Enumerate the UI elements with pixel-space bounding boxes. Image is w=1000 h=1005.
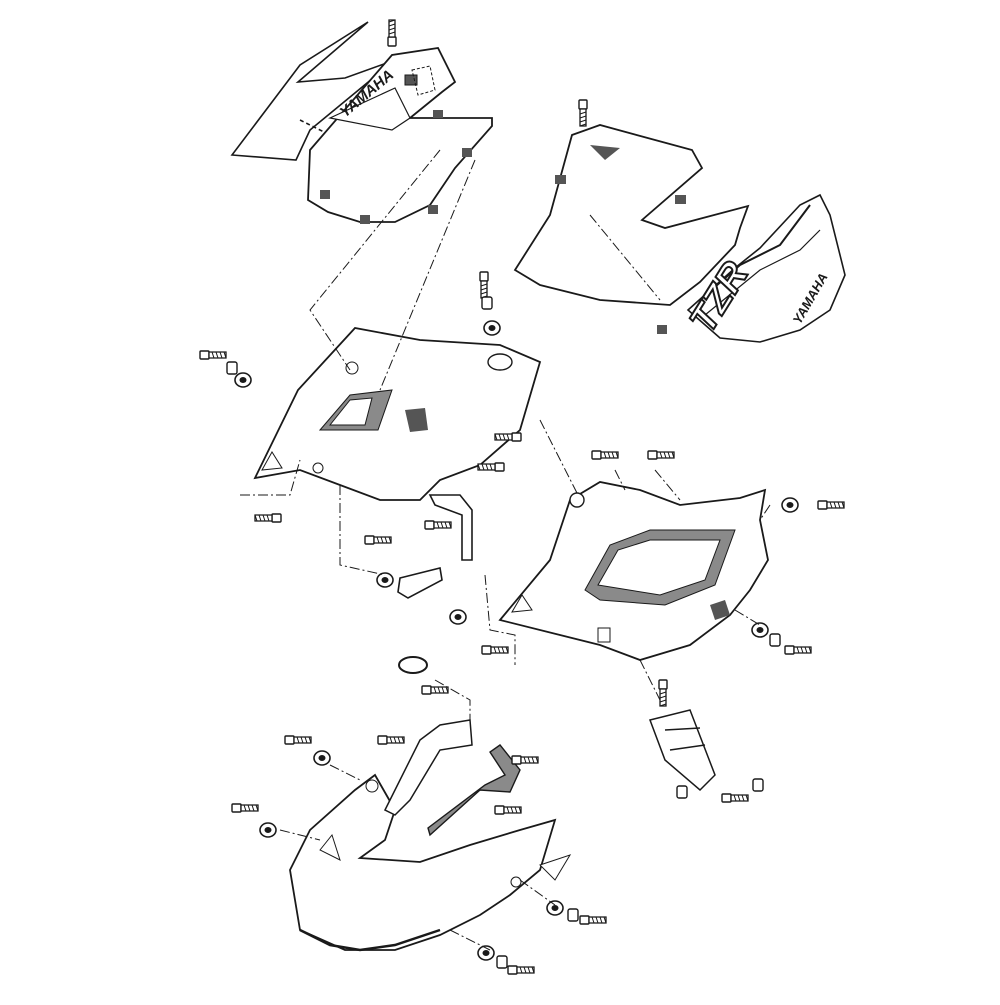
bolt-icon — [817, 500, 845, 510]
grommet-icon — [781, 497, 799, 513]
bolt-icon — [647, 450, 675, 460]
collar-icon — [676, 785, 688, 799]
bolt-icon — [494, 432, 522, 442]
right-lower-bracket — [649, 709, 716, 792]
left-wing-decal — [230, 21, 396, 161]
bolt-icon — [231, 803, 259, 813]
bolt-icon — [421, 685, 449, 695]
collar-icon — [226, 361, 238, 375]
bolt-icon — [591, 450, 619, 460]
grommet-icon — [546, 900, 564, 916]
shaded-bracket — [427, 744, 521, 837]
grommet-icon — [751, 622, 769, 638]
right-middle-cowl — [498, 481, 769, 661]
bolt-icon — [477, 462, 505, 472]
right-upper-panel — [513, 124, 750, 334]
collar-icon — [769, 633, 781, 647]
bolt-icon — [507, 965, 535, 975]
bolt-icon — [479, 271, 489, 299]
leader-lines — [240, 149, 771, 951]
grommet-icon — [449, 609, 467, 625]
collar-icon — [496, 955, 508, 969]
left-side-panel: YAMAHA — [307, 47, 493, 224]
bolt-icon — [511, 755, 539, 765]
under-cowl — [289, 773, 572, 952]
bolt-icon — [364, 535, 392, 545]
bolt-icon — [387, 19, 397, 47]
grommet-icon — [259, 822, 277, 838]
grommet-icon — [483, 320, 501, 336]
bolt-icon — [579, 915, 607, 925]
collar-icon — [481, 296, 493, 310]
bolt-icon — [284, 735, 312, 745]
bolt-icon — [254, 513, 282, 523]
left-middle-cowl — [253, 327, 542, 501]
bolt-icon — [494, 805, 522, 815]
bolt-icon — [481, 645, 509, 655]
collar-icon — [752, 778, 764, 792]
bolt-icon — [658, 679, 668, 707]
bolt-icon — [424, 520, 452, 530]
grommet-icon — [376, 572, 394, 588]
grommet-icon — [313, 750, 331, 766]
grommet-icon — [234, 372, 252, 388]
bolt-icon — [377, 735, 405, 745]
center-bracket — [383, 656, 473, 816]
bolt-icon — [199, 350, 227, 360]
collar-icon — [567, 908, 579, 922]
bolt-icon — [578, 99, 588, 127]
left-bracket — [397, 494, 473, 599]
bolt-icon — [721, 793, 749, 803]
bolt-icon — [784, 645, 812, 655]
